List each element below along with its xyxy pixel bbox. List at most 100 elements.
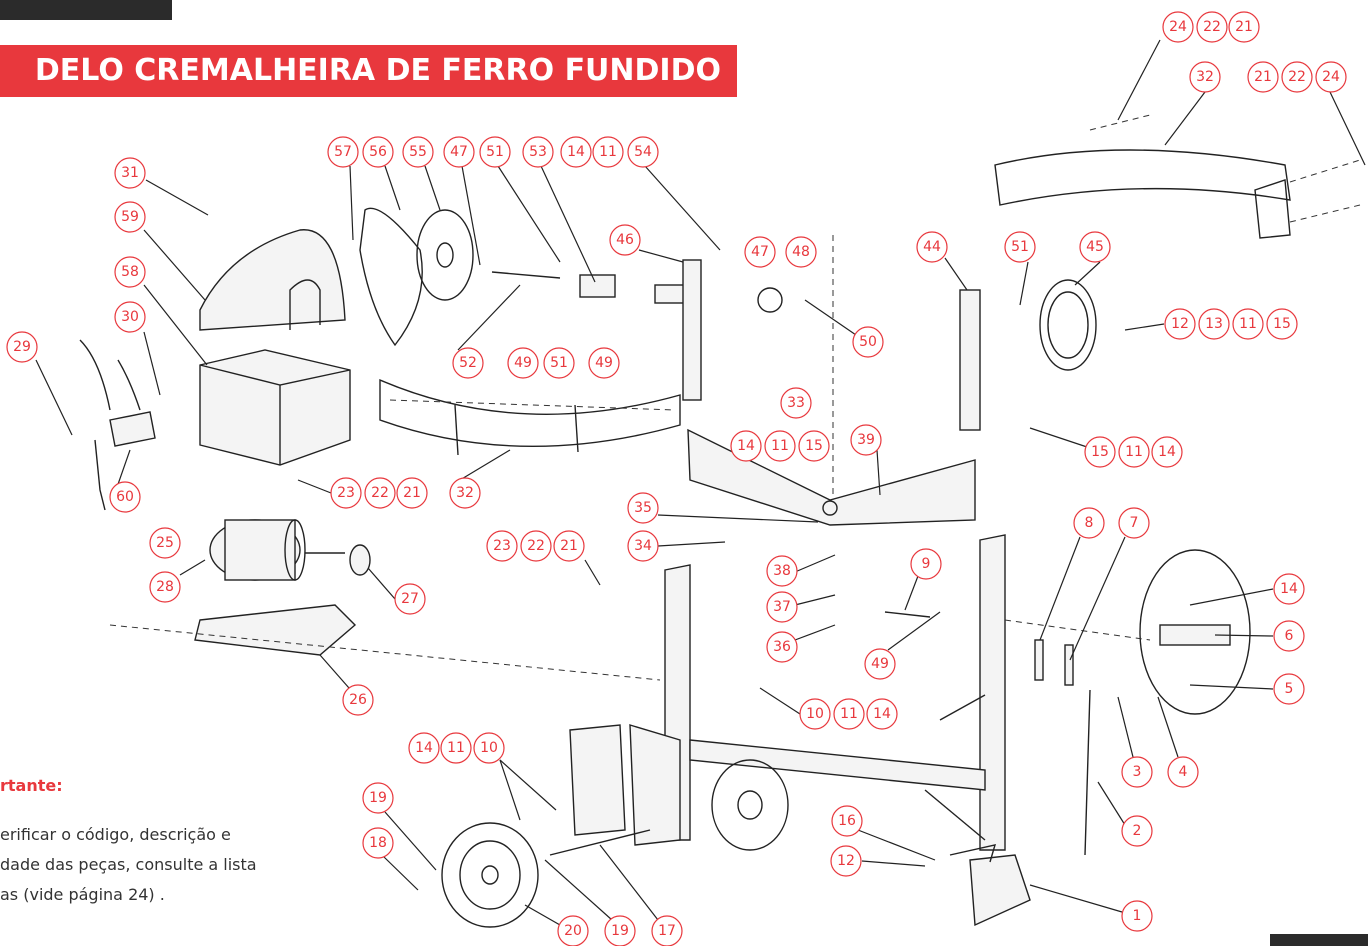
callout-circle	[592, 136, 624, 168]
callout-number: 11	[447, 740, 465, 756]
callout-number: 20	[564, 923, 582, 939]
callout-number: 53	[529, 144, 547, 160]
callout-circle	[394, 583, 426, 615]
wheel-front	[441, 822, 539, 928]
leader-line	[35, 359, 73, 436]
callout-number: 14	[415, 740, 433, 756]
part-callout-27: 27	[394, 583, 426, 615]
callout-circle	[1167, 756, 1199, 788]
leader-line	[145, 179, 209, 216]
callout-number: 25	[156, 535, 174, 551]
part-callout-34: 34	[627, 530, 659, 562]
part-callout-32: 32	[449, 477, 481, 509]
callout-circle	[1162, 11, 1194, 43]
part-callout-59: 59	[114, 201, 146, 233]
leader-line	[857, 829, 936, 861]
callout-number: 33	[787, 395, 805, 411]
leader-line	[944, 257, 968, 291]
callout-number: 48	[792, 244, 810, 260]
leader-line	[1329, 91, 1366, 166]
leader-line	[459, 449, 511, 481]
callout-circle	[114, 201, 146, 233]
part-callout-23: 23	[486, 530, 518, 562]
drive-shaft	[491, 271, 686, 304]
leader-line	[1097, 781, 1126, 826]
part-callout-51: 51	[479, 136, 511, 168]
leader-line	[1117, 696, 1134, 758]
callout-circle	[330, 477, 362, 509]
part-callout-52: 52	[452, 347, 484, 379]
wheel-axle-bracket	[549, 724, 681, 856]
part-callout-15: 15	[1266, 308, 1298, 340]
part-callout-50: 50	[852, 326, 884, 358]
note-line: erificar o código, descrição e	[0, 825, 231, 844]
callout-circle	[553, 530, 585, 562]
callout-circle	[327, 136, 359, 168]
callout-number: 14	[567, 144, 585, 160]
callout-circle	[114, 301, 146, 333]
callout-number: 57	[334, 144, 352, 160]
callout-number: 21	[403, 485, 421, 501]
part-callout-16: 16	[831, 805, 863, 837]
part-callout-3: 3	[1121, 756, 1153, 788]
callout-number: 60	[116, 489, 134, 505]
callout-number: 49	[514, 355, 532, 371]
part-callout-33: 33	[780, 387, 812, 419]
callout-circle	[1073, 507, 1105, 539]
leader-line	[1189, 588, 1274, 606]
callout-number: 37	[773, 599, 791, 615]
callout-circle	[440, 732, 472, 764]
callout-number: 19	[369, 790, 387, 806]
important-note-text: erificar o código, descrição e dade das …	[0, 820, 292, 910]
callout-circle	[1164, 308, 1196, 340]
callout-circle	[785, 236, 817, 268]
callout-circle	[864, 648, 896, 680]
part-callout-5: 5	[1273, 673, 1305, 705]
part-callout-30: 30	[114, 301, 146, 333]
part-callout-23: 23	[330, 477, 362, 509]
part-callout-25: 25	[149, 527, 181, 559]
part-callout-21: 21	[396, 477, 428, 509]
callout-circle	[1121, 815, 1153, 847]
callout-circle	[364, 477, 396, 509]
leader-line	[1214, 634, 1274, 637]
pinion-shaft	[884, 611, 931, 618]
callout-circle	[342, 684, 374, 716]
callout-number: 15	[1273, 316, 1291, 332]
callout-circle	[449, 477, 481, 509]
callout-circle	[560, 136, 592, 168]
note-line: as (vide página 24) .	[0, 885, 165, 904]
part-callout-22: 22	[1196, 11, 1228, 43]
part-callout-10: 10	[799, 698, 831, 730]
callout-circle	[362, 136, 394, 168]
callout-circle	[588, 347, 620, 379]
callout-circle	[1196, 11, 1228, 43]
callout-number: 11	[599, 144, 617, 160]
callout-number: 39	[857, 432, 875, 448]
leader-line	[1029, 884, 1123, 913]
callout-number: 14	[1158, 444, 1176, 460]
callout-circle	[452, 347, 484, 379]
callout-circle	[402, 136, 434, 168]
leader-line	[143, 331, 161, 396]
callout-circle	[1198, 308, 1230, 340]
callout-circle	[1247, 61, 1279, 93]
callout-circle	[627, 136, 659, 168]
electric-motor	[209, 519, 371, 581]
header-dark-bar	[0, 0, 172, 20]
callout-number: 7	[1130, 515, 1139, 531]
callout-number: 50	[859, 334, 877, 350]
callout-circle	[764, 430, 796, 462]
callout-circle	[627, 492, 659, 524]
callout-circle	[1266, 308, 1298, 340]
leader-line	[1074, 261, 1101, 286]
leader-line	[461, 165, 481, 266]
callout-number: 34	[634, 538, 652, 554]
callout-circle	[362, 827, 394, 859]
leader-line	[584, 559, 601, 586]
callout-number: 51	[1011, 239, 1029, 255]
callout-number: 10	[806, 706, 824, 722]
part-callout-51: 51	[1004, 231, 1036, 263]
leader-line	[794, 594, 836, 606]
callout-number: 12	[1171, 316, 1189, 332]
